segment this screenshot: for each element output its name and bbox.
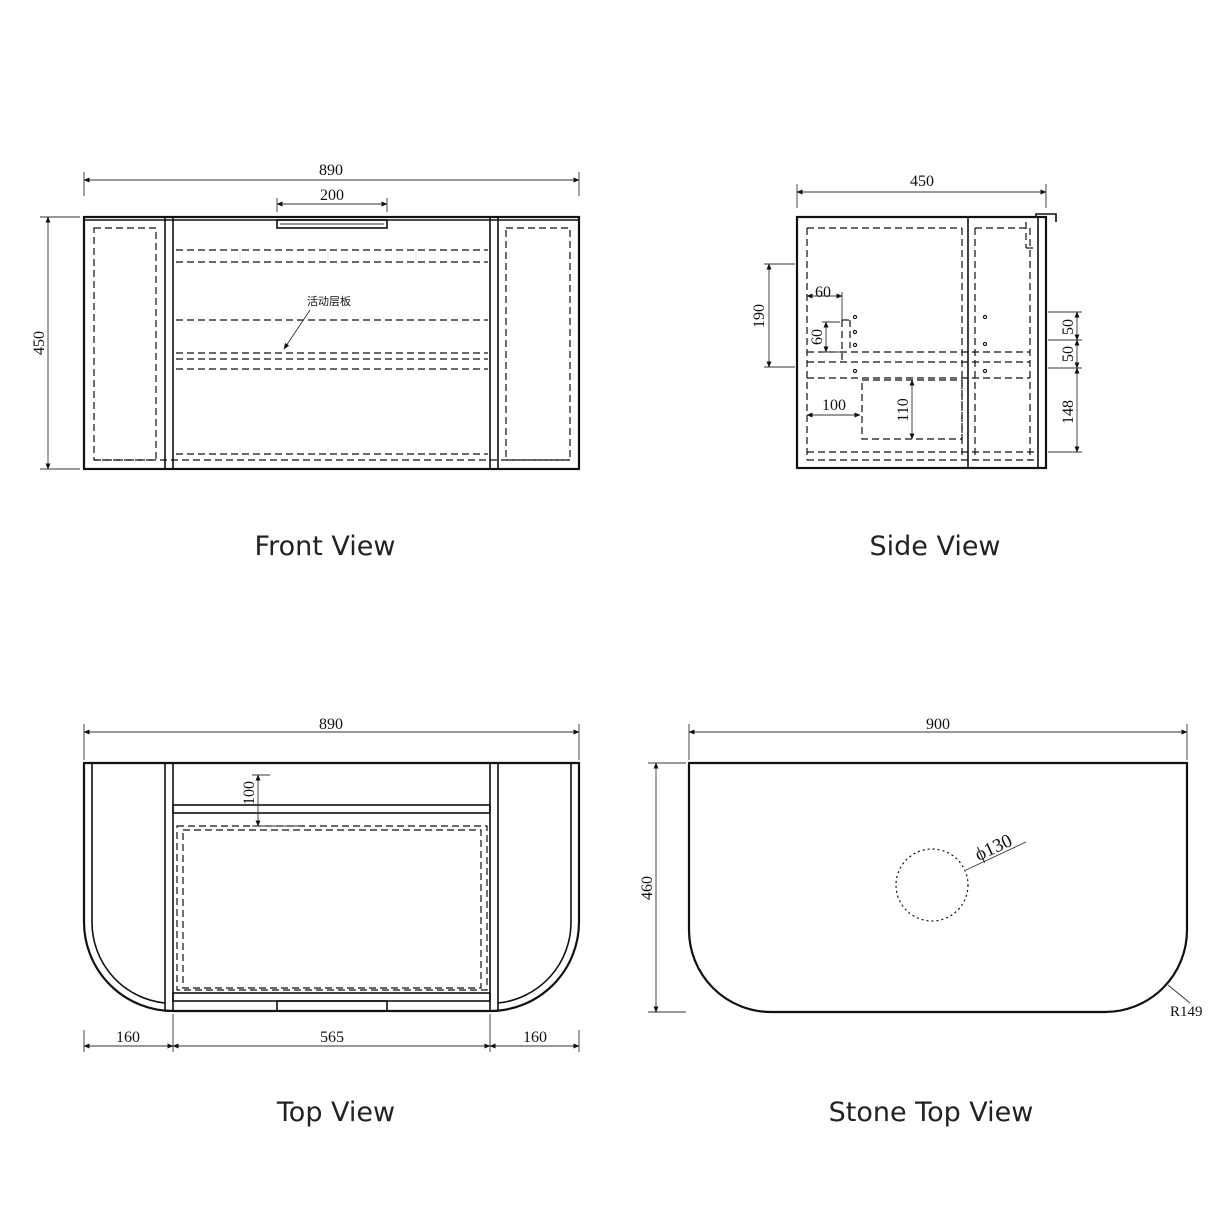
- side-top-lip: [1035, 213, 1057, 222]
- top-565-label: 565: [320, 1029, 344, 1046]
- side-right-dimensions: 50 50 148: [1048, 311, 1082, 453]
- side-60-height-dimension: 60: [809, 321, 840, 353]
- side-mounting-holes: [852, 314, 988, 374]
- stone-depth-label: 460: [639, 876, 656, 900]
- front-view-caption: Front View: [255, 531, 396, 562]
- side-depth-dimension: 450: [796, 173, 1047, 208]
- side-50a-label: 50: [1060, 319, 1077, 335]
- top-front-panel: [172, 992, 491, 1002]
- side-60-width-dimension: 60: [806, 284, 843, 320]
- stone-radius-leader: [1167, 984, 1191, 1004]
- front-height-label: 450: [31, 331, 48, 355]
- stone-depth-dimension: 460: [639, 762, 686, 1013]
- front-shelf-note-arrow: [283, 309, 311, 350]
- side-view: 450: [751, 173, 1082, 562]
- stone-radius-label: R149: [1170, 1004, 1203, 1020]
- front-height-dimension: 450: [31, 216, 80, 470]
- side-110-label: 110: [895, 398, 912, 421]
- top-back-panel: [172, 804, 491, 814]
- side-148-label: 148: [1060, 400, 1077, 424]
- side-190-dimension: 190: [751, 263, 795, 368]
- side-190-label: 190: [751, 304, 768, 328]
- side-50b-label: 50: [1060, 346, 1077, 362]
- top-view-caption: Top View: [276, 1097, 395, 1128]
- side-100-label: 100: [822, 397, 846, 414]
- front-width-dimension: 890: [83, 162, 580, 196]
- top-cabinet-outline: [82, 761, 581, 1013]
- side-110-dimension: 110: [895, 379, 915, 440]
- top-100-label: 100: [241, 781, 258, 805]
- top-left-divider: [164, 762, 174, 1012]
- top-left-160-label: 160: [116, 1029, 140, 1046]
- side-60-height-label: 60: [809, 329, 826, 345]
- top-100-dimension: 100: [241, 774, 300, 827]
- front-handle-label: 200: [320, 187, 344, 204]
- side-depth-label: 450: [910, 173, 934, 190]
- stone-width-label: 900: [926, 716, 950, 733]
- front-handle-dimension: 200: [276, 187, 388, 212]
- side-60-width-label: 60: [815, 284, 831, 301]
- top-width-label: 890: [319, 716, 343, 733]
- top-view: 890 100 160 565 160 To: [82, 716, 581, 1128]
- stone-top-view: 900 460 ϕ130 R149 Stone Top View: [639, 716, 1203, 1128]
- front-shelf-note: 活动层板: [307, 294, 351, 308]
- stone-outline: [687, 761, 1189, 1014]
- top-right-divider: [489, 762, 499, 1012]
- top-width-dimension: 890: [83, 716, 580, 760]
- stone-hole-label: ϕ130: [972, 830, 1016, 865]
- front-cabinet-outline: [82, 215, 581, 471]
- side-view-caption: Side View: [869, 531, 1000, 562]
- stone-top-view-caption: Stone Top View: [829, 1097, 1034, 1128]
- front-right-divider: [489, 216, 499, 470]
- top-handle: [276, 1000, 388, 1012]
- front-left-divider: [164, 216, 174, 470]
- front-width-label: 890: [319, 162, 343, 179]
- stone-basin-hole: [895, 848, 969, 922]
- front-handle: [276, 219, 388, 229]
- stone-width-dimension: 900: [688, 716, 1188, 760]
- front-view: 890 200 450: [31, 162, 581, 562]
- side-cabinet-outline: [795, 215, 1048, 470]
- top-right-160-label: 160: [523, 1029, 547, 1046]
- stone-hole-leader: [965, 841, 1027, 871]
- side-100-dimension: 100: [806, 397, 861, 418]
- top-bottom-dimensions: 160 565 160: [83, 1014, 580, 1052]
